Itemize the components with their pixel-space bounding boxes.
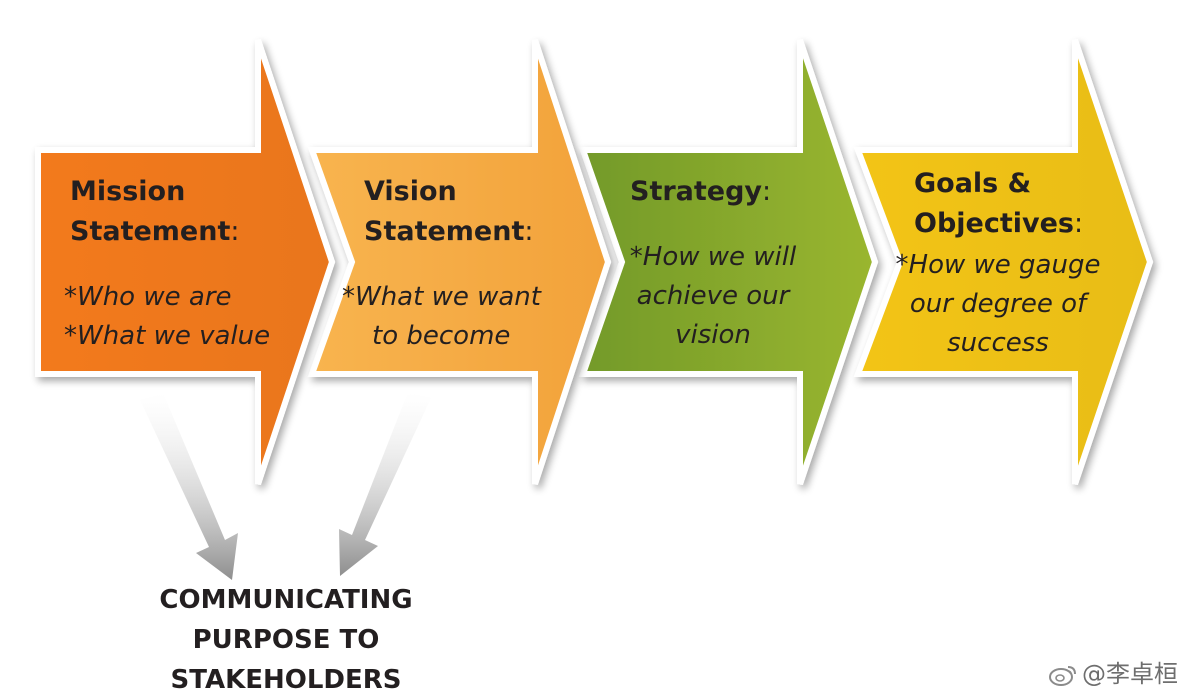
desc-line: *Who we are: [64, 282, 232, 312]
vision-statement-description: *What we want to become: [342, 278, 541, 356]
mission-to-communicating-pointer: [140, 393, 238, 580]
title-line: Goals &: [914, 168, 1032, 199]
mission-statement-description: *Who we are *What we value: [64, 278, 270, 356]
communicating-purpose-label: COMMUNICATING PURPOSE TO STAKEHOLDERS: [126, 580, 446, 700]
label-line: PURPOSE TO: [192, 625, 380, 655]
weibo-logo-icon: [1049, 666, 1076, 686]
desc-line: *What we want: [342, 282, 541, 312]
title-colon: :: [230, 216, 240, 247]
title-line: Statement:: [70, 216, 240, 247]
title-colon: :: [1074, 208, 1084, 239]
desc-line: success: [947, 328, 1049, 358]
goals-objectives-title: Goals & Objectives:: [914, 164, 1083, 244]
strategy-description: *How we will achieve our vision: [618, 238, 808, 355]
goals-objectives-description: *How we gauge our degree of success: [888, 246, 1108, 363]
strategy-arrow: [578, 39, 879, 485]
strategy-title: Strategy:: [630, 172, 771, 212]
label-line: COMMUNICATING: [159, 585, 413, 615]
desc-line: to become: [372, 321, 511, 351]
watermark: @李卓桓: [1048, 654, 1178, 689]
goals-objectives-arrow: [853, 39, 1154, 485]
vision-to-communicating-pointer: [339, 392, 431, 576]
title-line: Statement:: [364, 216, 534, 247]
title-line: Mission: [70, 176, 186, 207]
mission-statement-title: Mission Statement:: [70, 172, 239, 252]
desc-line: achieve our: [636, 281, 790, 311]
title-line: Objectives:: [914, 208, 1084, 239]
desc-line: *What we value: [64, 321, 271, 351]
desc-line: our degree of: [909, 289, 1087, 319]
desc-line: vision: [675, 320, 751, 350]
title-colon: :: [762, 176, 772, 207]
label-line: STAKEHOLDERS: [170, 665, 402, 695]
vision-statement-arrow: [307, 39, 612, 485]
mission-statement-arrow: [35, 39, 336, 485]
desc-line: *How we will: [629, 242, 797, 272]
title-colon: :: [524, 216, 534, 247]
desc-line: *How we gauge: [895, 250, 1101, 280]
title-line: Strategy:: [630, 176, 772, 207]
title-line: Vision: [364, 176, 457, 207]
vision-statement-title: Vision Statement:: [364, 172, 533, 252]
watermark-text: @李卓桓: [1082, 660, 1178, 688]
